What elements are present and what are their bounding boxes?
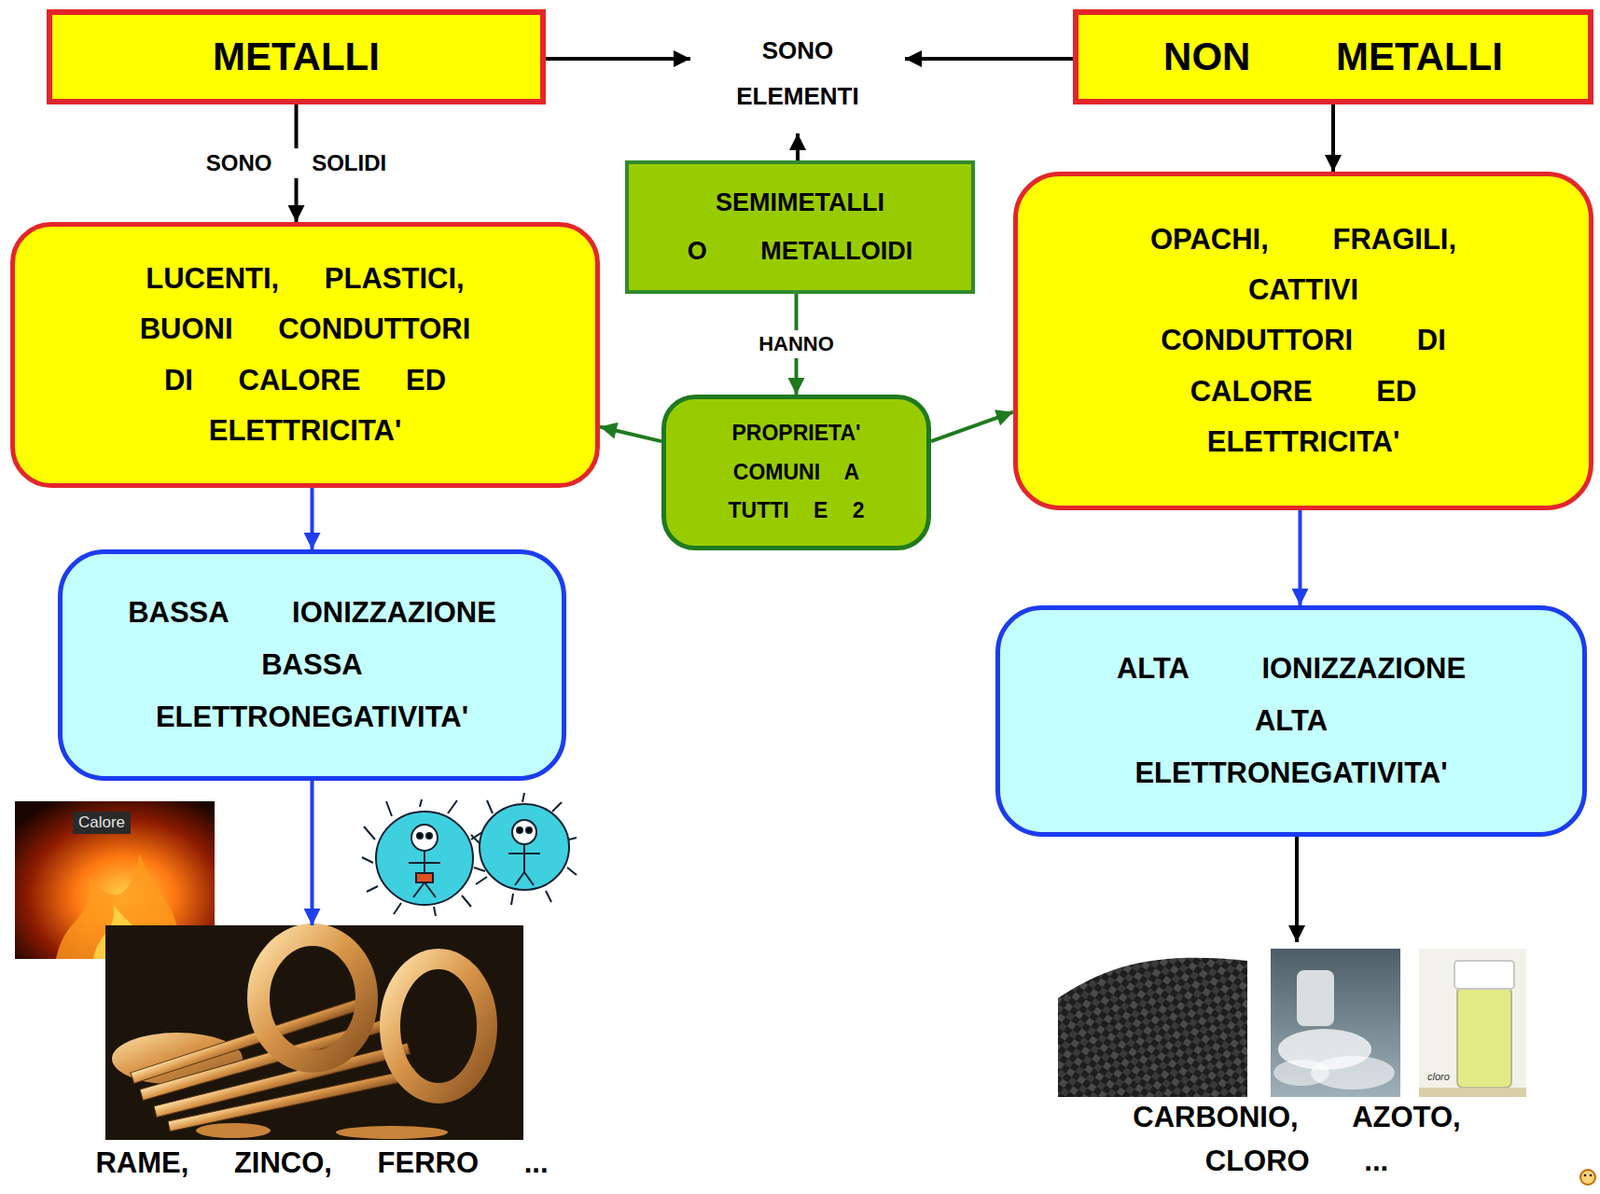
connector-arrow — [310, 780, 315, 926]
title-box: NON METALLI — [1072, 9, 1594, 105]
picture-caption: cloro — [1421, 1069, 1456, 1085]
node-text: ALTA IONIZZAZIONE ALTA ELETTRONEGATIVITA… — [1085, 642, 1497, 799]
connector-arrow — [904, 56, 1073, 61]
electric-shock-figures — [361, 793, 577, 917]
text-node: SONO ELEMENTI — [690, 13, 905, 134]
picture-caption: Calore — [72, 811, 131, 835]
connector-arrow — [931, 412, 1014, 442]
node-text: RAME, ZINCO, FERRO ... — [95, 1142, 548, 1183]
node-text: NON METALLI — [1163, 33, 1503, 81]
connector-arrow — [310, 487, 315, 550]
connector-arrow — [599, 426, 662, 442]
connector-arrow — [1294, 836, 1299, 943]
category-box: SEMIMETALLI O METALLOIDI — [625, 160, 975, 294]
connector-arrow — [1331, 104, 1336, 172]
metals-picture — [105, 925, 524, 1141]
node-text: METALLI — [212, 33, 380, 81]
node-text: LUCENTI, PLASTICI, BUONI CONDUTTORI DI C… — [130, 253, 481, 457]
node-text: BASSA IONIZZAZIONE BASSA ELETTRONEGATIVI… — [107, 586, 518, 743]
node-text: SONO ELEMENTI — [723, 27, 873, 118]
example-caption: RAME, ZINCO, FERRO ... — [46, 925, 598, 1187]
node-text: CARBONIO, AZOTO, CLORO ... — [1100, 1096, 1493, 1183]
edge-label: SONO SOLIDI — [200, 148, 392, 179]
nitrogen-picture — [1270, 948, 1401, 1098]
connector-arrow — [545, 56, 691, 61]
connector-arrow — [1298, 510, 1303, 606]
node-text: PROPRIETA' COMUNI A TUTTI E 2 — [712, 414, 881, 530]
chlorine-jar-picture — [1419, 948, 1527, 1098]
node-text: OPACHI, FRAGILI, CATTIVI CONDUTTORI DI C… — [1135, 214, 1472, 468]
edge-label: HANNO — [752, 330, 840, 359]
example-caption: CARBONIO, AZOTO, CLORO ... — [1035, 942, 1559, 1187]
carbon-picture — [1057, 958, 1248, 1098]
property-box: ALTA IONIZZAZIONE ALTA ELETTRONEGATIVITA… — [995, 605, 1587, 837]
property-box: OPACHI, FRAGILI, CATTIVI CONDUTTORI DI C… — [1013, 171, 1594, 511]
common-box: PROPRIETA' COMUNI A TUTTI E 2 — [661, 394, 932, 551]
connector-arrow — [795, 133, 800, 161]
node-text: SEMIMETALLI O METALLOIDI — [682, 179, 919, 276]
property-box: BASSA IONIZZAZIONE BASSA ELETTRONEGATIVI… — [57, 549, 567, 781]
property-box: LUCENTI, PLASTICI, BUONI CONDUTTORI DI C… — [10, 222, 600, 488]
mascot-icon — [1580, 1169, 1596, 1185]
title-box: METALLI — [46, 9, 546, 105]
